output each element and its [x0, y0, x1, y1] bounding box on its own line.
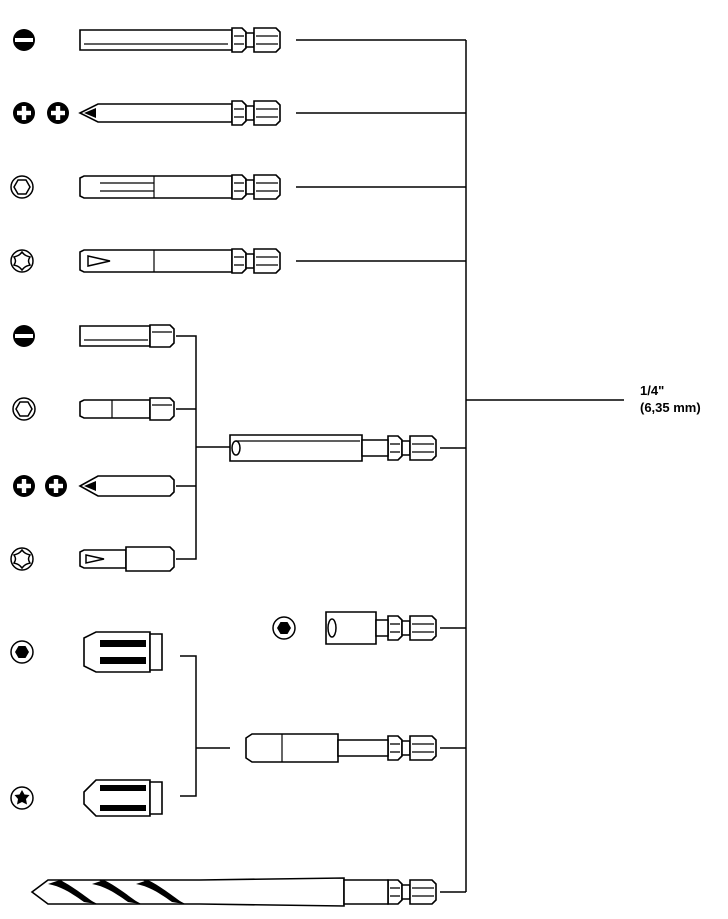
hex-insert-bit [79, 397, 175, 421]
slotted-insert-bit [79, 324, 175, 348]
phillips-insert-bit [78, 475, 175, 497]
socket-adapter [245, 733, 437, 763]
bit-holder [229, 434, 437, 462]
shank-size-mm: (6,35 mm) [640, 400, 701, 415]
torx-socket [83, 779, 163, 817]
hex-icon [10, 175, 34, 199]
torx-icon [10, 249, 34, 273]
torx-power-bit [79, 248, 281, 274]
slotted-icon [13, 325, 35, 347]
hex-socket-icon [10, 640, 34, 664]
connector-lines [296, 39, 624, 893]
nut-setter [325, 611, 437, 645]
socket-bracket [180, 655, 230, 797]
shank-size-inch: 1/4" [640, 383, 665, 398]
hex-socket [83, 631, 163, 673]
slotted-icon [13, 29, 35, 51]
torx-icon [10, 547, 34, 571]
drill-bit [30, 877, 437, 907]
phillips-icon [13, 475, 67, 497]
torx-insert-bit [79, 546, 175, 572]
hex-nut-icon [272, 616, 296, 640]
phillips-icon [13, 102, 69, 124]
torx-socket-icon [10, 786, 34, 810]
insert-bit-bracket [176, 335, 230, 560]
phillips-power-bit [78, 100, 281, 126]
shank-size-label: 1/4" (6,35 mm) [640, 382, 701, 416]
hex-icon [12, 397, 36, 421]
hex-power-bit [79, 174, 281, 200]
slotted-power-bit [79, 27, 281, 53]
